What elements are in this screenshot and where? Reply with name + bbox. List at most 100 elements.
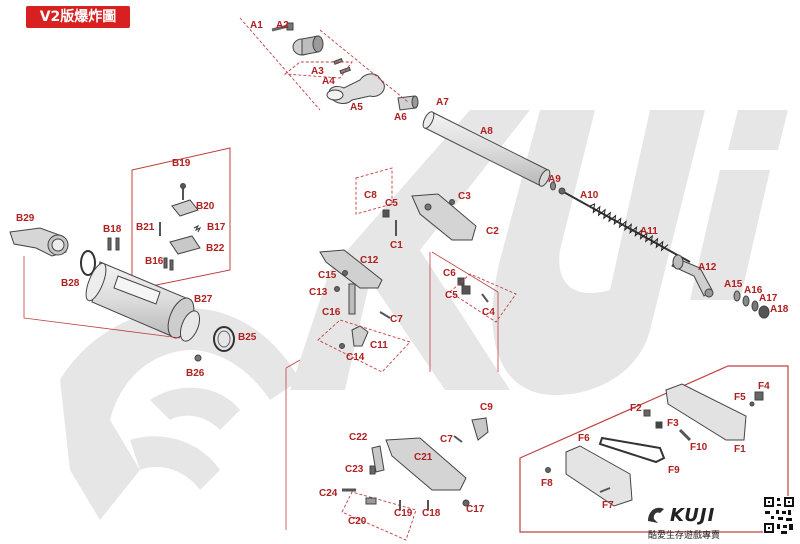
b-group-parts xyxy=(9,147,235,362)
label-a12: A12 xyxy=(698,262,717,273)
part-b25-ring xyxy=(213,326,235,352)
label-a7: A7 xyxy=(436,97,449,108)
title-badge: V2版爆炸圖 xyxy=(26,6,130,28)
label-a3: A3 xyxy=(311,66,324,77)
label-f5: F5 xyxy=(734,392,746,403)
part-a15-ring xyxy=(733,290,741,302)
part-b22-block xyxy=(169,235,201,255)
label-c7b: C7 xyxy=(440,434,453,445)
label-b28: B28 xyxy=(61,278,80,289)
part-a2-cap xyxy=(292,35,324,56)
label-f2: F2 xyxy=(630,403,642,414)
part-a1-screw xyxy=(271,22,294,32)
part-a16-ring xyxy=(742,295,750,307)
label-a8: A8 xyxy=(480,126,493,137)
label-b18: B18 xyxy=(103,224,122,235)
label-c11: C11 xyxy=(370,340,388,351)
label-c22: C22 xyxy=(349,432,368,443)
part-c14-screw xyxy=(339,343,345,349)
part-b29-adaptor xyxy=(9,227,69,257)
label-c4: C4 xyxy=(482,307,495,318)
qr-code-icon xyxy=(763,496,795,536)
label-c16: C16 xyxy=(322,307,341,318)
part-f7-screw xyxy=(599,487,611,493)
label-b21: B21 xyxy=(136,222,155,233)
part-a10-rod xyxy=(558,187,691,263)
label-a18: A18 xyxy=(770,304,789,315)
label-c20: C20 xyxy=(348,516,367,527)
part-c3-screw xyxy=(449,199,455,205)
part-c9-lever xyxy=(471,417,489,441)
part-b26-screw xyxy=(194,354,202,362)
label-a5: A5 xyxy=(350,102,363,113)
label-f8: F8 xyxy=(541,478,553,489)
label-f10: F10 xyxy=(690,442,708,453)
label-a6: A6 xyxy=(394,112,407,123)
part-a18-nut xyxy=(758,305,770,319)
brand-tagline: 酷愛生存遊戲專賣 xyxy=(648,531,721,541)
part-a8-tube xyxy=(422,111,551,187)
part-c17-screw xyxy=(462,499,470,507)
part-c5-block-a xyxy=(382,209,390,218)
part-a6-bushing xyxy=(397,95,419,111)
part-b18-pins xyxy=(107,237,120,251)
brand-logo: KUJI xyxy=(644,503,740,527)
part-f4-block xyxy=(754,391,764,401)
part-b16-pins xyxy=(163,257,174,271)
label-c21: C21 xyxy=(414,452,433,463)
label-a15: A15 xyxy=(724,279,743,290)
part-c20-block xyxy=(365,497,377,505)
label-c24: C24 xyxy=(319,488,338,499)
label-c18: C18 xyxy=(422,508,441,519)
part-c11-knob xyxy=(351,325,369,347)
label-c12: C12 xyxy=(360,255,379,266)
part-c7-pin-b xyxy=(453,435,463,443)
part-b17-spring xyxy=(193,224,202,233)
part-c13-screw xyxy=(334,286,340,292)
label-a1: A1 xyxy=(250,20,263,31)
part-a3-pin xyxy=(333,58,344,65)
label-f1: F1 xyxy=(734,444,746,455)
label-a2: A2 xyxy=(276,20,289,31)
part-a17-ring xyxy=(751,300,759,312)
label-c6: C6 xyxy=(443,268,456,279)
part-f3-nut xyxy=(655,421,663,429)
part-a12-endpiece xyxy=(671,254,714,298)
part-a9-ring xyxy=(550,181,556,191)
part-f10-pin xyxy=(678,428,692,442)
label-a17: A17 xyxy=(759,293,778,304)
label-b17: B17 xyxy=(207,222,226,233)
part-c16-lever xyxy=(348,283,356,315)
label-c2: C2 xyxy=(486,226,499,237)
label-c23: C23 xyxy=(345,464,364,475)
label-f9: F9 xyxy=(668,465,680,476)
part-c4-pin xyxy=(481,293,489,303)
label-c19: C19 xyxy=(394,508,413,519)
label-c8: C8 xyxy=(364,190,377,201)
label-c5a: C5 xyxy=(385,198,398,209)
part-c15-screw xyxy=(342,270,348,276)
label-c9: C9 xyxy=(480,402,493,413)
part-b19-screw xyxy=(180,183,186,200)
part-c7-pin-a xyxy=(379,311,391,319)
label-c3: C3 xyxy=(458,191,471,202)
label-c5b: C5 xyxy=(445,290,458,301)
lion-logo-icon xyxy=(648,507,664,523)
brand-logo-text: KUJI xyxy=(670,505,716,526)
label-f4: F4 xyxy=(758,381,770,392)
label-f3: F3 xyxy=(667,418,679,429)
label-c14: C14 xyxy=(346,352,365,363)
label-b20: B20 xyxy=(196,201,215,212)
label-a11: A11 xyxy=(640,226,658,237)
part-b20-block xyxy=(171,199,199,217)
part-b27-receiver xyxy=(85,261,201,342)
label-b22: B22 xyxy=(206,243,225,254)
part-a5-handle xyxy=(326,73,385,104)
label-b26: B26 xyxy=(186,368,205,379)
a-group-parts xyxy=(239,17,770,319)
label-b16: B16 xyxy=(145,256,164,267)
label-b19: B19 xyxy=(172,158,191,169)
part-b28-ring xyxy=(80,250,96,276)
